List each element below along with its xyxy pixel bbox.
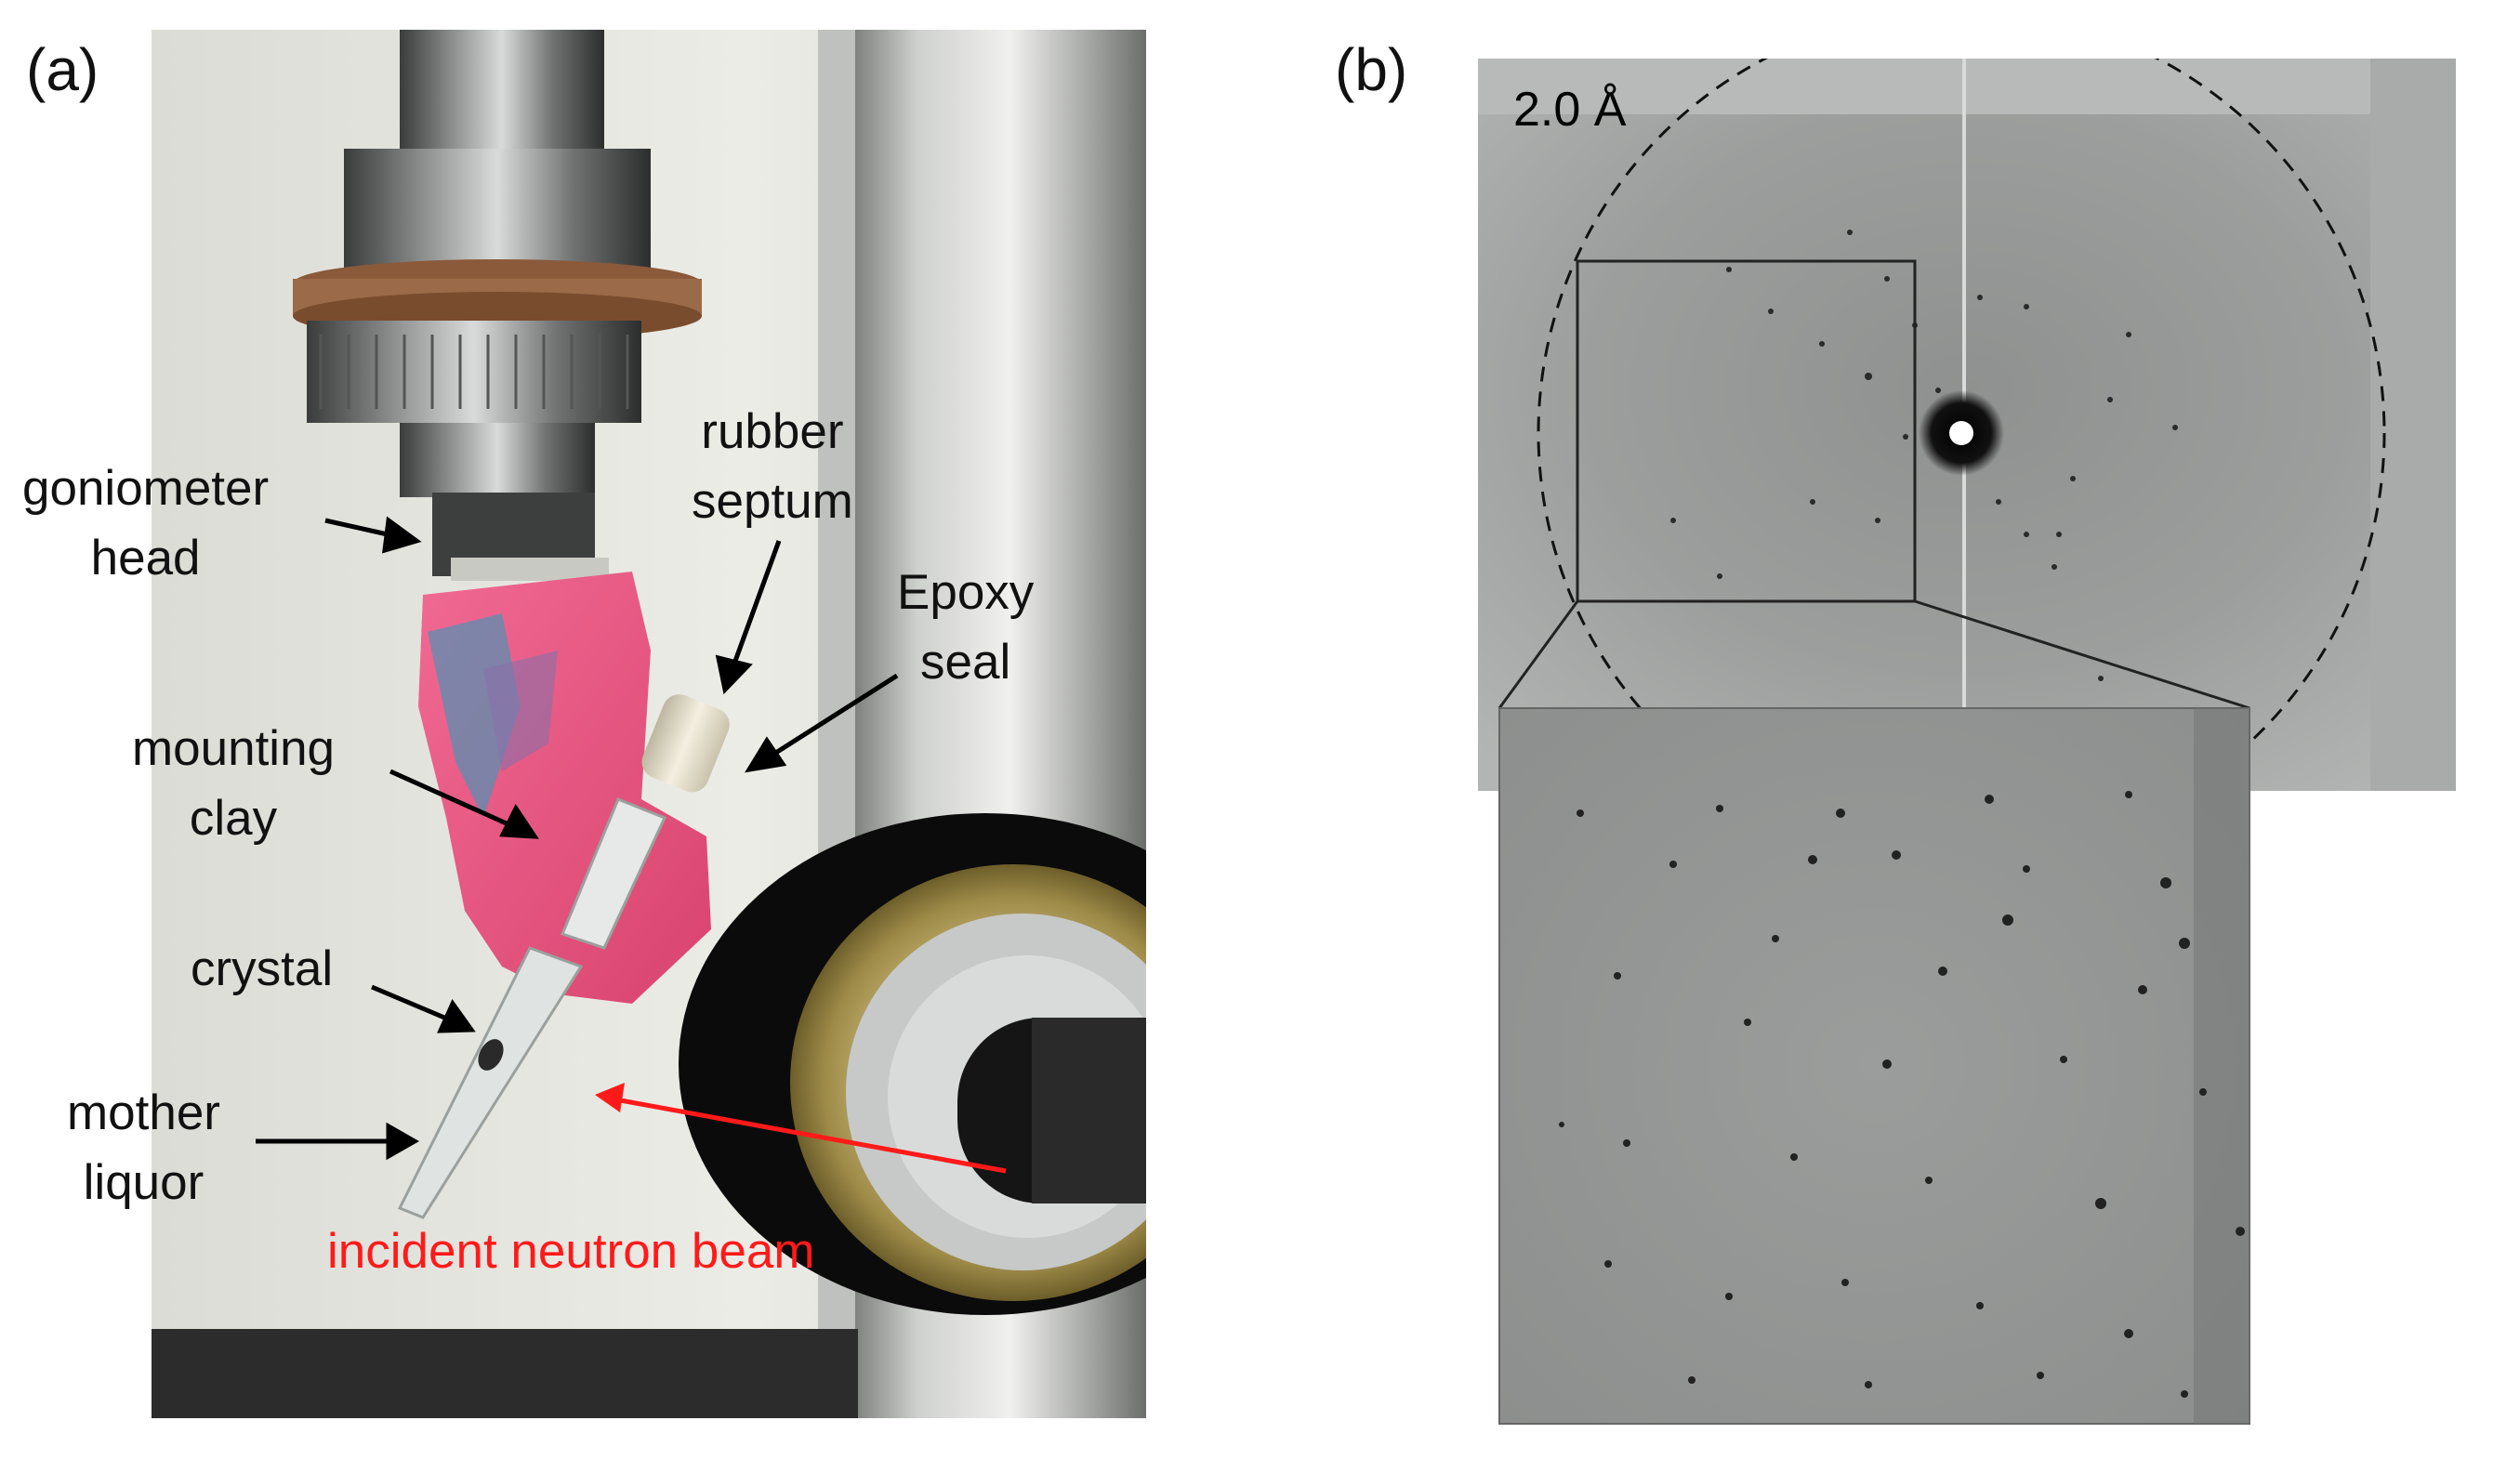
panel-b-label: (b) xyxy=(1335,36,1408,103)
label-incident-neutron-beam: incident neutron beam xyxy=(327,1224,815,1279)
label-mounting-clay: mounting clay xyxy=(132,721,336,847)
resolution-label: 2.0 Å xyxy=(1513,83,1627,137)
rubber-septum xyxy=(641,694,730,793)
label-rubber-septum: rubber septum xyxy=(692,404,853,530)
goniometer-head xyxy=(293,30,702,581)
neutron-beam-arrow xyxy=(595,1083,1007,1174)
label-crystal: crystal xyxy=(191,941,334,996)
beam-collimator xyxy=(679,813,1146,1315)
panel-a-label: (a) xyxy=(26,36,99,103)
crystal xyxy=(478,1039,504,1071)
label-mother-liquor: mother liquor xyxy=(67,1085,220,1211)
inset-spots xyxy=(1559,791,2245,1398)
label-goniometer-head: goniometer head xyxy=(22,461,270,586)
zoomed-inset xyxy=(1498,707,2250,1425)
zoom-region xyxy=(1576,259,1917,603)
annotation-arrows xyxy=(256,516,899,1161)
resolution-ring xyxy=(1537,59,2386,791)
diffraction-spots xyxy=(1670,230,2178,681)
sample-mount-photo xyxy=(152,30,1146,1418)
label-epoxy-seal: Epoxy seal xyxy=(897,565,1035,691)
diffraction-image xyxy=(1478,59,2456,791)
capillary-tube xyxy=(397,694,730,1219)
